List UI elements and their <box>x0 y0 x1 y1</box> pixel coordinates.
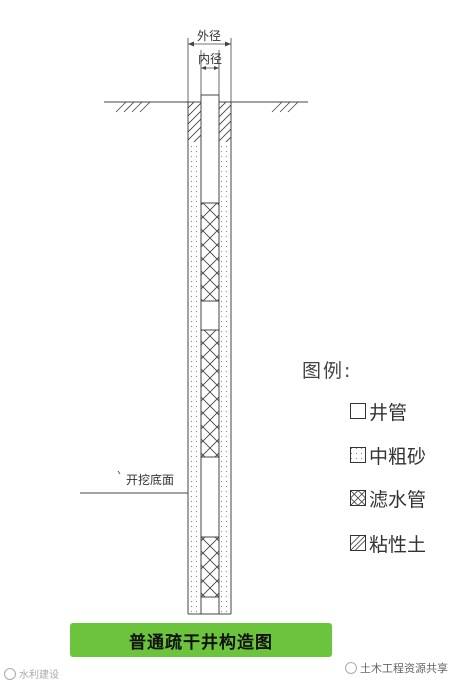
legend-label: 井管 <box>369 401 408 424</box>
outer-diameter-dimension: 外径 <box>187 29 232 102</box>
legend-label: 滤水管 <box>369 488 427 511</box>
filter-section <box>200 202 220 302</box>
legend-label: 中粗砂 <box>369 445 427 468</box>
excavation-bottom-label: 开挖底面 <box>126 473 175 487</box>
watermark-right-text: 土木工程资源共享 <box>360 662 448 675</box>
legend-item-well-pipe: 井管 <box>350 399 408 424</box>
wechat-logo-icon <box>345 662 357 674</box>
excavation-tick <box>117 470 121 475</box>
watermark-right: 土木工程资源共享 <box>345 660 448 676</box>
sand-pack-left <box>188 142 201 614</box>
clay-seal-left <box>188 102 201 142</box>
dotted-swatch-icon <box>350 447 366 463</box>
crosshatch-swatch-icon <box>350 490 366 506</box>
inner-diameter-dimension: 内径 <box>198 50 222 95</box>
legend-title: 图例: <box>302 360 353 382</box>
watermark-logo-icon <box>4 667 16 680</box>
diagonal-swatch-icon <box>350 535 366 551</box>
blank-swatch-icon <box>350 403 366 419</box>
filter-section <box>200 536 220 598</box>
outer-diameter-label: 外径 <box>197 29 221 43</box>
filter-section <box>200 329 220 458</box>
legend-item-clay: 粘性土 <box>350 531 427 556</box>
inner-diameter-label: 内径 <box>198 52 222 66</box>
diagram-title-banner: 普通疏干井构造图 <box>70 623 332 657</box>
clay-seal-right <box>219 102 231 142</box>
legend-label: 粘性土 <box>369 533 427 556</box>
sand-pack-right <box>219 142 231 614</box>
legend-item-filter: 滤水管 <box>350 486 427 511</box>
watermark-left-text: 水利建设 <box>19 670 59 681</box>
watermark-left: 水利建设 <box>4 666 59 681</box>
legend-item-sand: 中粗砂 <box>350 443 427 468</box>
diagram-title: 普通疏干井构造图 <box>129 632 273 653</box>
